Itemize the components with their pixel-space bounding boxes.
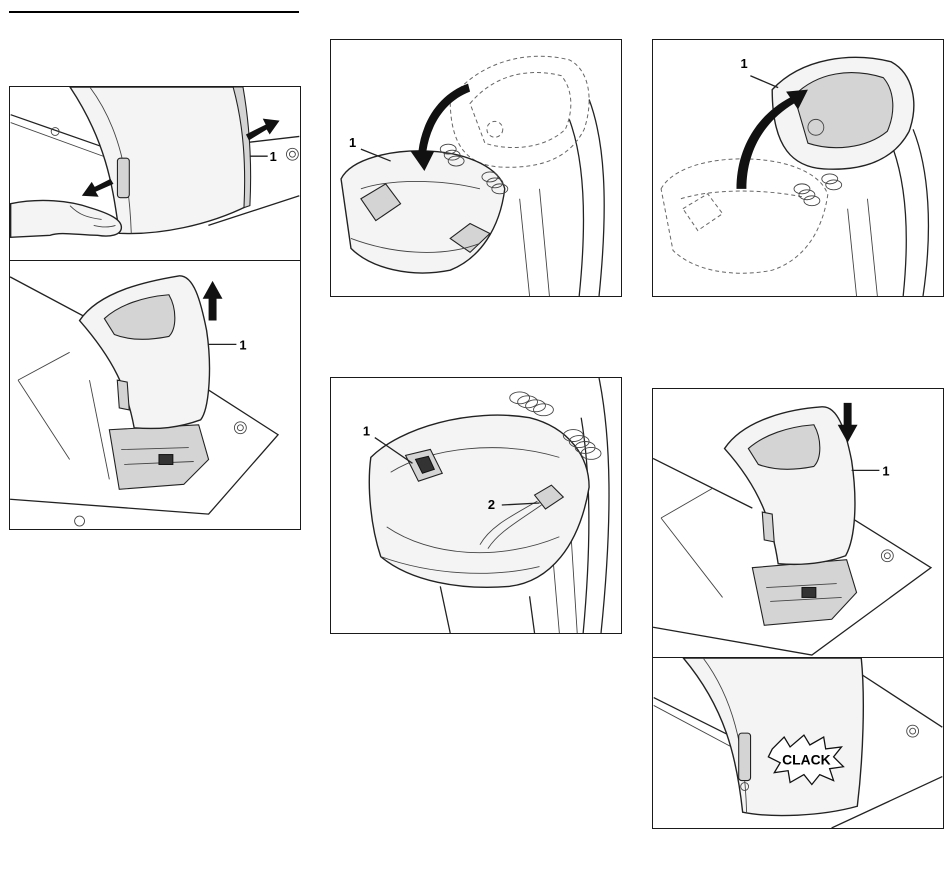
figure-open-chassis-components: 1 2: [330, 377, 622, 634]
illustration-cover-fold-down: 1: [331, 40, 621, 296]
illustration-cover-fold-up: 1: [653, 40, 943, 296]
illustration-hood-snap: CLACK: [653, 658, 943, 828]
figure-hood-clack: CLACK: [652, 657, 944, 829]
illustration-hand-pulling-hood: 1: [10, 87, 300, 260]
figure-lower-hood-down: 1: [652, 388, 944, 658]
figure-fold-cover-up: 1: [652, 39, 944, 297]
figure-lift-hood-up: 1: [9, 260, 301, 530]
callout-1: 1: [239, 337, 246, 352]
callout-1: 1: [349, 135, 356, 150]
figure-fold-cover-down: 1: [330, 39, 622, 297]
callout-2: 2: [488, 497, 495, 512]
callout-1: 1: [740, 56, 747, 71]
callout-1: 1: [270, 149, 277, 164]
illustration-hood-lowered: 1: [653, 389, 943, 657]
callout-1: 1: [882, 463, 889, 478]
clack-label: CLACK: [782, 752, 830, 768]
callout-1: 1: [363, 424, 370, 439]
header-rule: [9, 11, 299, 13]
figure-remove-hood-grip: 1: [9, 86, 301, 261]
illustration-hood-lifted: 1: [10, 261, 300, 529]
illustration-open-chassis: 1 2: [331, 378, 621, 633]
